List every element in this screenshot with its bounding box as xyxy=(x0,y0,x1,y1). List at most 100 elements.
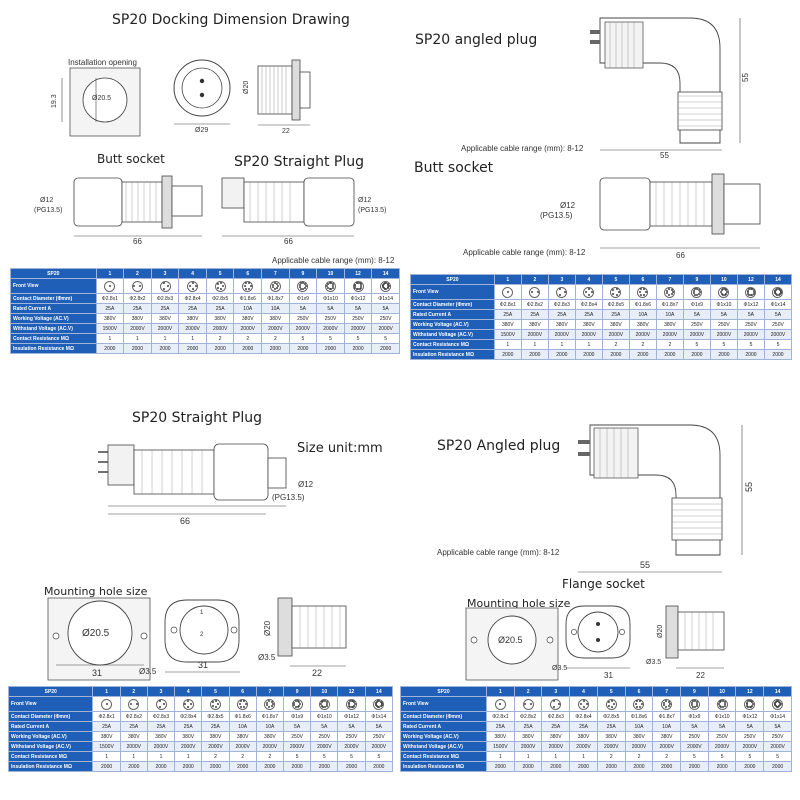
installation-opening-label: Installation opening xyxy=(68,58,137,67)
front-view-pin-icon xyxy=(633,698,645,710)
front-view-cell xyxy=(763,284,793,300)
size-unit-label: Size unit:mm xyxy=(297,441,383,456)
front-view-pin-icon xyxy=(664,286,676,298)
w66-label-1: 66 xyxy=(133,237,142,246)
straight-plug-title-top: SP20 Straight Plug xyxy=(234,154,364,170)
front-view-pin-icon xyxy=(297,280,309,292)
front-view-cell xyxy=(123,278,152,294)
angled-plug-title-top: SP20 angled plug xyxy=(415,32,538,48)
front-view-pin-icon xyxy=(583,286,595,298)
front-view-cell xyxy=(574,284,603,300)
front-view-pin-icon xyxy=(352,280,364,292)
d20-label-3: Ø20 xyxy=(657,625,664,638)
cable-range-label-3: Applicable cable range (mm): 8-12 xyxy=(272,256,395,265)
row-label: Insulation Resistance MΩ xyxy=(10,343,97,354)
front-view-pin-icon xyxy=(556,286,568,298)
front-view-pin-icon xyxy=(605,698,617,710)
table-cell: 2000 xyxy=(763,349,793,360)
front-view-cell xyxy=(233,278,263,294)
w55-label-2: 55 xyxy=(640,560,650,570)
front-view-pin-icon xyxy=(209,698,221,710)
front-view-pin-icon xyxy=(688,698,700,710)
front-view-pin-icon xyxy=(104,280,116,292)
front-view-pin-icon xyxy=(502,286,514,298)
d29-label: Ø29 xyxy=(195,127,208,134)
front-view-pin-icon xyxy=(745,286,757,298)
d3-5-label-4: Ø3.5 xyxy=(646,659,661,666)
pg-label-1: (PG13.5) xyxy=(34,207,62,214)
front-view-pin-icon xyxy=(637,286,649,298)
d12-label-3: Ø12 xyxy=(560,201,576,210)
front-view-pin-icon xyxy=(101,698,113,710)
h55-label-1: 55 xyxy=(741,73,750,82)
h55-label-2: 55 xyxy=(744,482,754,492)
front-view-pin-icon xyxy=(380,280,392,292)
front-view-pin-icon xyxy=(744,698,756,710)
front-view-cell xyxy=(628,284,657,300)
front-view-pin-icon xyxy=(772,286,784,298)
d12-label-4: Ø12 xyxy=(298,480,314,489)
front-view-pin-icon xyxy=(269,280,281,292)
pg-label-2: (PG13.5) xyxy=(358,207,386,214)
cable-range-label-4: Applicable cable range (mm): 8-12 xyxy=(437,548,560,557)
table-cell: 2000 xyxy=(364,761,394,772)
front-view-pin-icon xyxy=(718,286,730,298)
flange-socket-title: Flange socket xyxy=(562,577,645,591)
front-view-pin-icon xyxy=(661,698,673,710)
d3-5-label-3: Ø3.5 xyxy=(552,665,567,672)
cable-range-label-2: Applicable cable range (mm): 8-12 xyxy=(463,248,586,257)
docking-title: SP20 Docking Dimension Drawing xyxy=(112,12,350,28)
straight-plug-title-bottom: SP20 Straight Plug xyxy=(132,410,262,426)
d12-label-2: Ø12 xyxy=(358,197,371,204)
w55-label-1: 55 xyxy=(660,151,669,160)
h19-3-label: 19.3 xyxy=(51,94,58,108)
front-view-pin-icon xyxy=(578,698,590,710)
w31-label-2: 31 xyxy=(198,660,208,670)
w31-label-1: 31 xyxy=(92,668,102,678)
w31-label-3: 31 xyxy=(604,671,613,680)
front-view-pin-icon xyxy=(772,698,784,710)
front-view-pin-icon xyxy=(131,280,143,292)
front-view-pin-icon xyxy=(264,698,276,710)
d3-5-label-1: Ø3.5 xyxy=(139,667,157,676)
front-view-pin-icon xyxy=(324,280,336,292)
w22-label-2: 22 xyxy=(312,668,322,678)
d20-5-label-2: Ø20.5 xyxy=(82,628,110,639)
front-view-pin-icon xyxy=(716,698,728,710)
d20-label-2: Ø20 xyxy=(263,620,272,636)
front-view-pin-icon xyxy=(128,698,140,710)
butt-socket-title-right: Butt socket xyxy=(414,160,494,176)
front-view-pin-icon xyxy=(318,698,330,710)
d12-label-1: Ø12 xyxy=(40,197,53,204)
front-view-pin-icon xyxy=(214,280,226,292)
pg-label-3: (PG13.5) xyxy=(540,211,573,220)
w22-label-3: 22 xyxy=(696,671,705,680)
front-view-pin-icon xyxy=(291,698,303,710)
front-view-cell xyxy=(596,696,626,712)
front-view-pin-icon xyxy=(522,698,534,710)
w66-label-4: 66 xyxy=(180,516,190,526)
